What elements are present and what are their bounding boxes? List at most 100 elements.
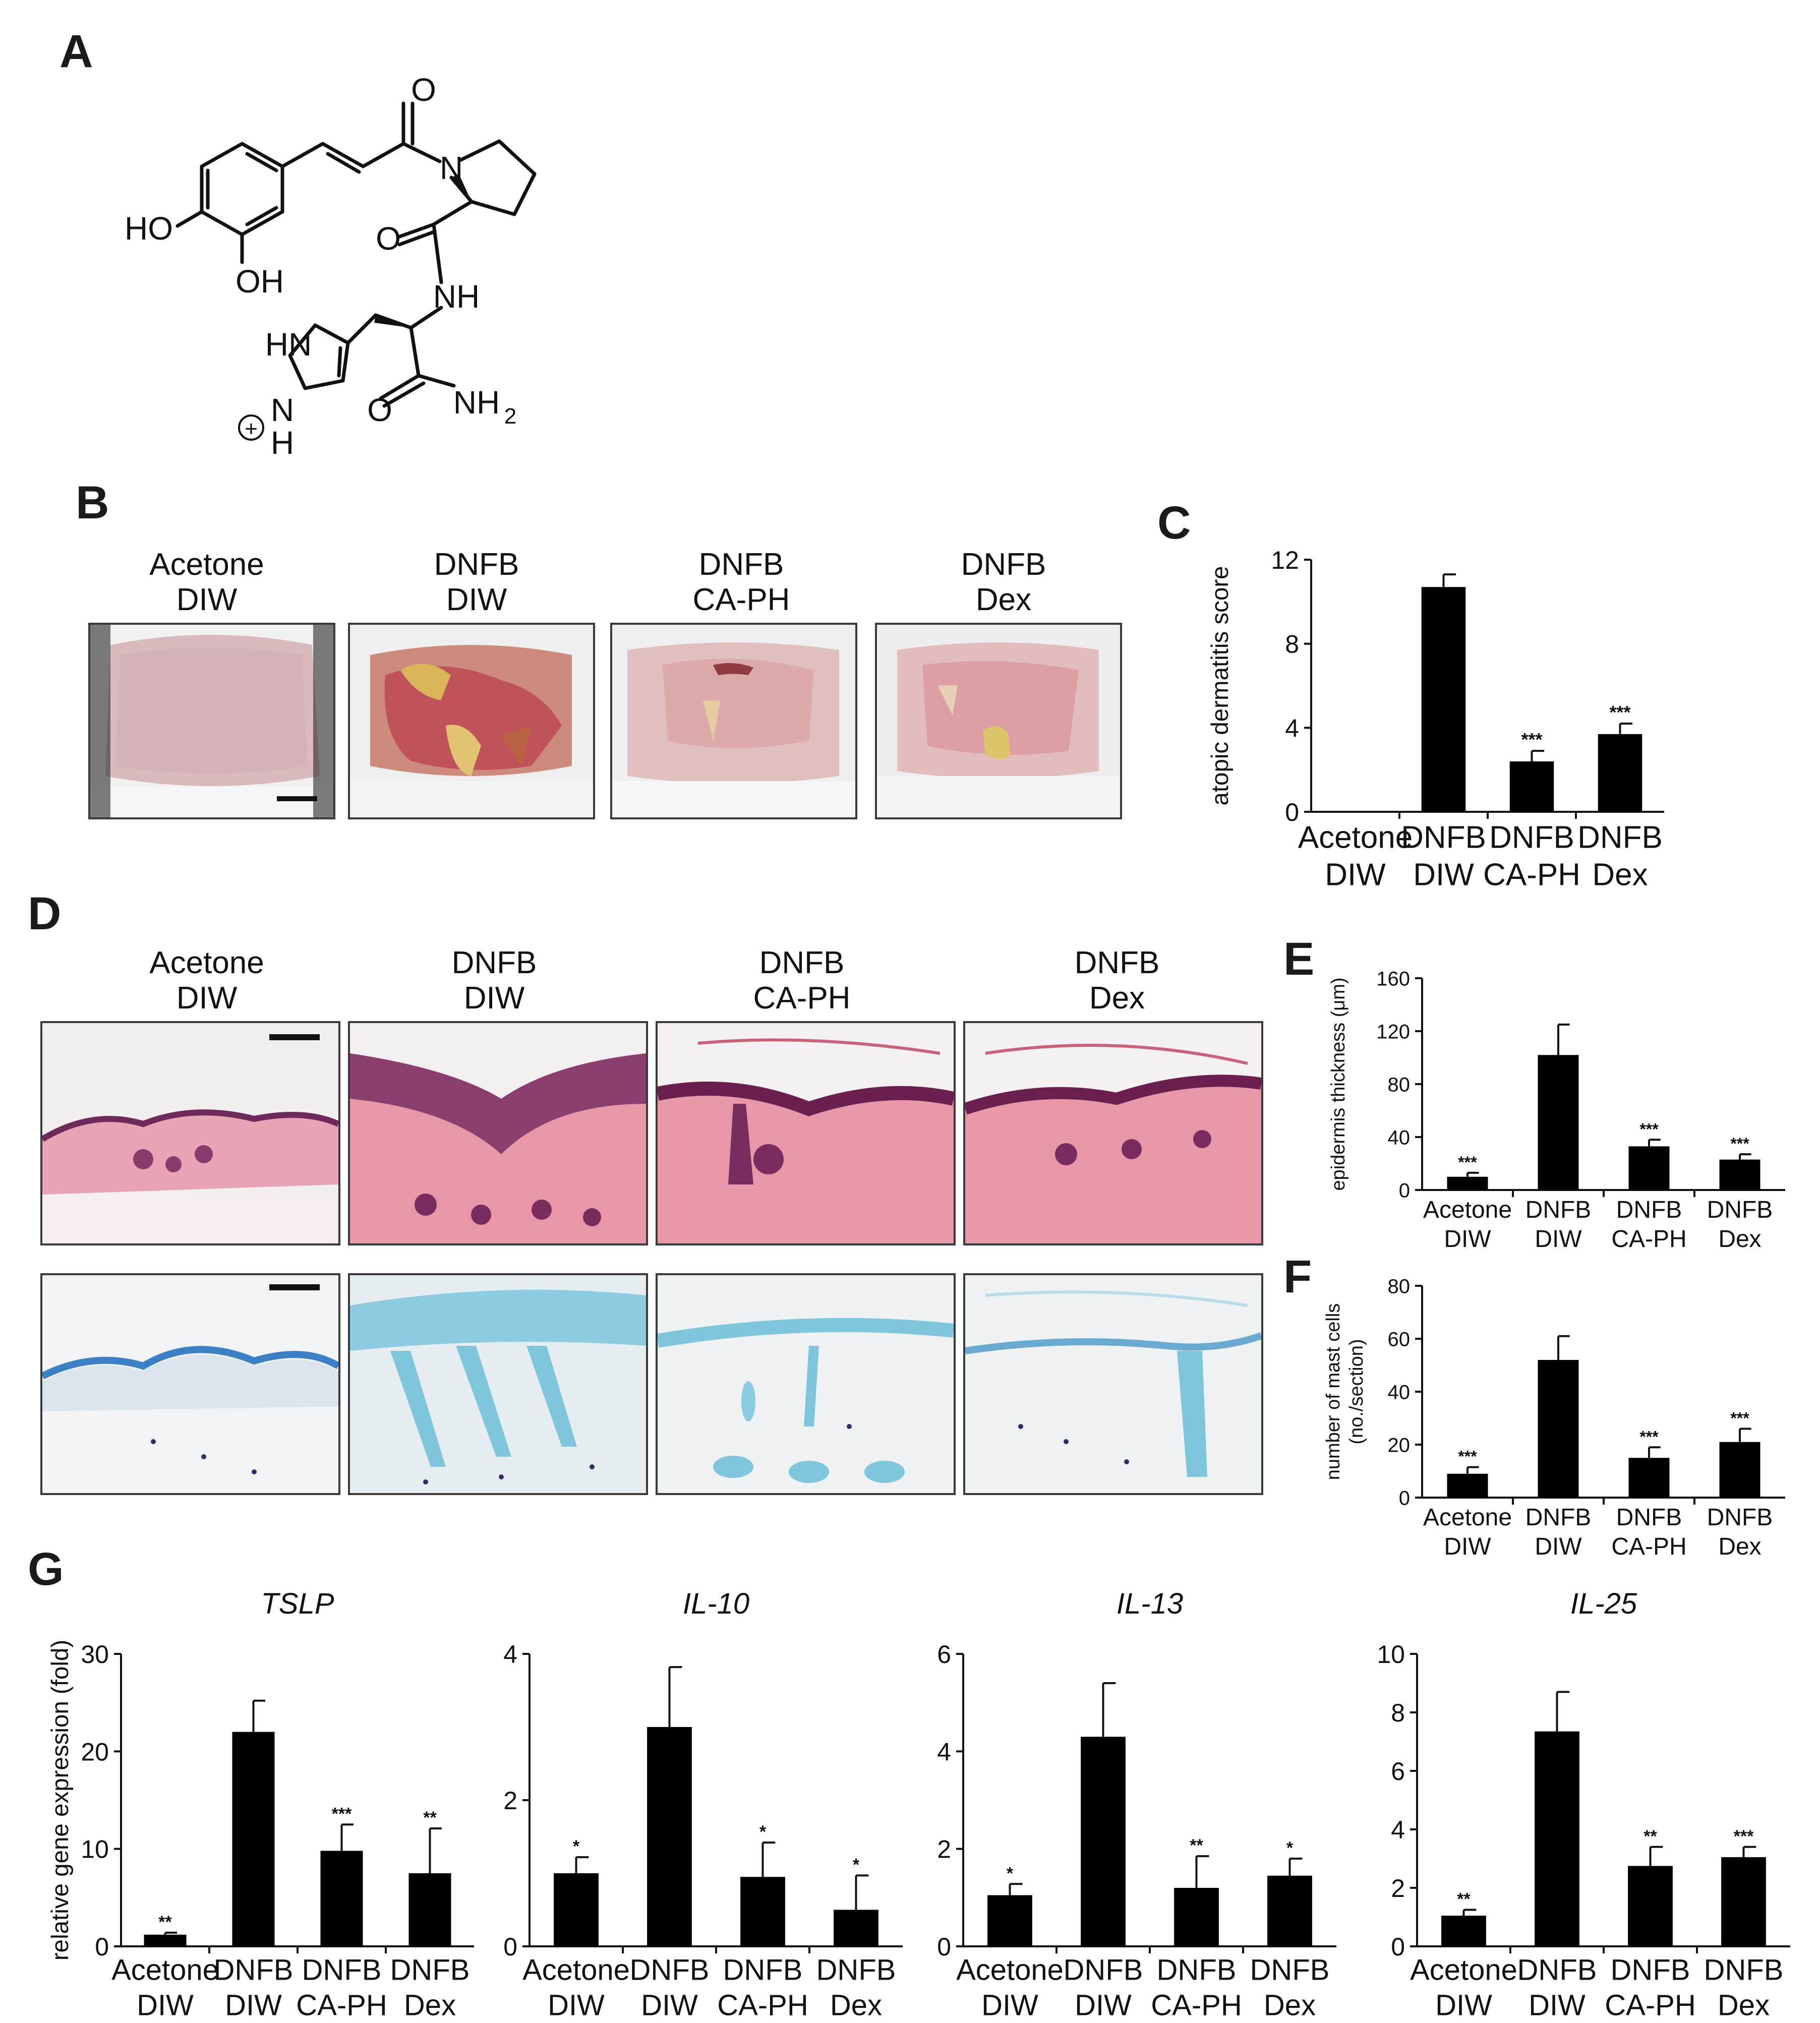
x-tick-label: DIW bbox=[641, 1989, 698, 2017]
y-axis-label: (no./section) bbox=[1346, 1339, 1367, 1444]
bar bbox=[740, 1877, 785, 1946]
x-tick-label: DNFB bbox=[1611, 1954, 1690, 1987]
chart-g-il13: IL-130246*AcetoneDIWDNFBDIW**DNFBCA-PH*D… bbox=[937, 1587, 1336, 2017]
bar bbox=[1721, 1857, 1766, 1946]
significance-marker: ** bbox=[158, 1913, 172, 1932]
bar bbox=[987, 1895, 1032, 1946]
x-tick-label: CA-PH bbox=[1611, 1226, 1686, 1253]
y-tick-label: 8 bbox=[1391, 1699, 1405, 1727]
panel-label-a: A bbox=[60, 26, 93, 77]
x-tick-label: DNFB bbox=[1250, 1954, 1330, 1987]
bar bbox=[1628, 1458, 1670, 1498]
x-tick-label: DNFB bbox=[1616, 1197, 1682, 1223]
scale-bar bbox=[269, 1034, 320, 1040]
y-tick-label: 80 bbox=[1388, 1074, 1411, 1096]
significance-marker: ** bbox=[1643, 1827, 1657, 1846]
panel-label-d: D bbox=[28, 888, 62, 939]
x-tick-label: Acetone bbox=[956, 1954, 1064, 1987]
significance-marker: * bbox=[853, 1855, 860, 1874]
x-tick-label: Acetone bbox=[111, 1954, 219, 1987]
y-tick-label: 0 bbox=[503, 1933, 517, 1961]
x-tick-label: CA-PH bbox=[717, 1989, 808, 2017]
x-tick-label: Dex bbox=[1718, 1226, 1761, 1253]
x-tick-label: CA-PH bbox=[1605, 1989, 1695, 2017]
charge-sign: + bbox=[245, 416, 258, 441]
bar bbox=[1719, 1159, 1760, 1190]
x-tick-label: DNFB bbox=[214, 1954, 293, 1987]
photo-mouse-dnfb-dex bbox=[875, 623, 1122, 819]
y-tick-label: 160 bbox=[1376, 968, 1410, 990]
bar bbox=[1081, 1737, 1126, 1946]
mast-stain-dnfb-dex bbox=[963, 1273, 1263, 1495]
positive-charge-icon bbox=[238, 414, 264, 441]
chart-g-il25: IL-250246810**AcetoneDIWDNFBDIW**DNFBCA-… bbox=[1377, 1587, 1790, 2017]
x-tick-label: DIW bbox=[1413, 858, 1474, 892]
y-tick-label: 4 bbox=[503, 1640, 517, 1669]
panel-label-c: C bbox=[1157, 497, 1191, 549]
x-tick-label: DIW bbox=[1435, 1989, 1492, 2017]
x-tick-label: CA-PH bbox=[1483, 858, 1580, 892]
y-tick-label: 6 bbox=[1391, 1757, 1405, 1786]
atom-nh2-subscript: 2 bbox=[504, 404, 516, 429]
bar bbox=[1628, 1866, 1673, 1946]
he-stain-dnfb-caph bbox=[656, 1021, 956, 1245]
x-tick-label: DNFB bbox=[1616, 1504, 1682, 1531]
significance-marker: *** bbox=[1458, 1448, 1477, 1466]
panel-label-b: B bbox=[76, 477, 109, 528]
significance-marker: *** bbox=[1639, 1120, 1659, 1138]
bar bbox=[1538, 1055, 1579, 1190]
x-tick-label: DNFB bbox=[1157, 1954, 1237, 1987]
x-tick-label: DIW bbox=[1444, 1533, 1491, 1560]
photo-mouse-dnfb-diw bbox=[348, 623, 595, 819]
x-tick-label: Acetone bbox=[1410, 1954, 1517, 1987]
x-tick-label: Dex bbox=[1264, 1989, 1316, 2017]
mast-stain-dnfb-diw bbox=[348, 1273, 648, 1495]
chart-f: 020406080***AcetoneDIWDNFBDIW***DNFBCA-P… bbox=[1323, 1275, 1785, 1560]
x-tick-label: DIW bbox=[1535, 1533, 1582, 1560]
x-tick-label: DNFB bbox=[816, 1954, 896, 1987]
x-tick-label: DIW bbox=[1325, 858, 1386, 892]
atom-n-pro: N bbox=[440, 150, 463, 186]
x-tick-label: Acetone bbox=[1423, 1504, 1512, 1531]
x-tick-label: DNFB bbox=[1401, 820, 1486, 855]
bar bbox=[1538, 1360, 1579, 1498]
chart-title: IL-13 bbox=[1117, 1587, 1183, 1620]
significance-marker: ** bbox=[423, 1808, 437, 1827]
x-tick-label: Dex bbox=[830, 1989, 882, 2017]
x-tick-label: DNFB bbox=[1489, 820, 1574, 855]
y-tick-label: 4 bbox=[1391, 1816, 1405, 1844]
chart-title: IL-25 bbox=[1570, 1587, 1637, 1620]
chart-g-tslp: TSLP0102030**AcetoneDIWDNFBDIW***DNFBCA-… bbox=[47, 1587, 474, 2017]
significance-marker: * bbox=[759, 1822, 767, 1841]
x-tick-label: DIW bbox=[1529, 1989, 1586, 2017]
bar bbox=[144, 1934, 187, 1946]
x-tick-label: DNFB bbox=[1525, 1504, 1592, 1531]
x-tick-label: DIW bbox=[1535, 1226, 1582, 1253]
x-tick-label: DIW bbox=[1444, 1226, 1491, 1253]
significance-marker: * bbox=[1007, 1864, 1014, 1883]
significance-marker: *** bbox=[1521, 729, 1542, 750]
x-tick-label: DNFB bbox=[1707, 1504, 1773, 1531]
x-tick-label: DNFB bbox=[1517, 1954, 1597, 1987]
scale-bar bbox=[269, 1284, 320, 1290]
significance-marker: *** bbox=[1639, 1427, 1659, 1446]
x-tick-label: Dex bbox=[404, 1989, 456, 2017]
y-tick-label: 20 bbox=[81, 1738, 109, 1766]
bar bbox=[408, 1873, 451, 1946]
bar bbox=[1174, 1888, 1219, 1946]
x-tick-label: DNFB bbox=[630, 1954, 710, 1987]
he-stain-acetone-diw bbox=[40, 1021, 340, 1245]
atom-h-imid: H bbox=[271, 425, 294, 461]
atom-nh2: NH bbox=[453, 384, 500, 421]
chart-g-il10: IL-10024*AcetoneDIWDNFBDIW*DNFBCA-PH*DNF… bbox=[503, 1587, 903, 2017]
bar bbox=[1598, 734, 1642, 812]
y-axis-label: epidermis thickness (μm) bbox=[1328, 977, 1349, 1191]
significance-marker: *** bbox=[1730, 1135, 1749, 1153]
y-tick-label: 40 bbox=[1388, 1126, 1411, 1149]
